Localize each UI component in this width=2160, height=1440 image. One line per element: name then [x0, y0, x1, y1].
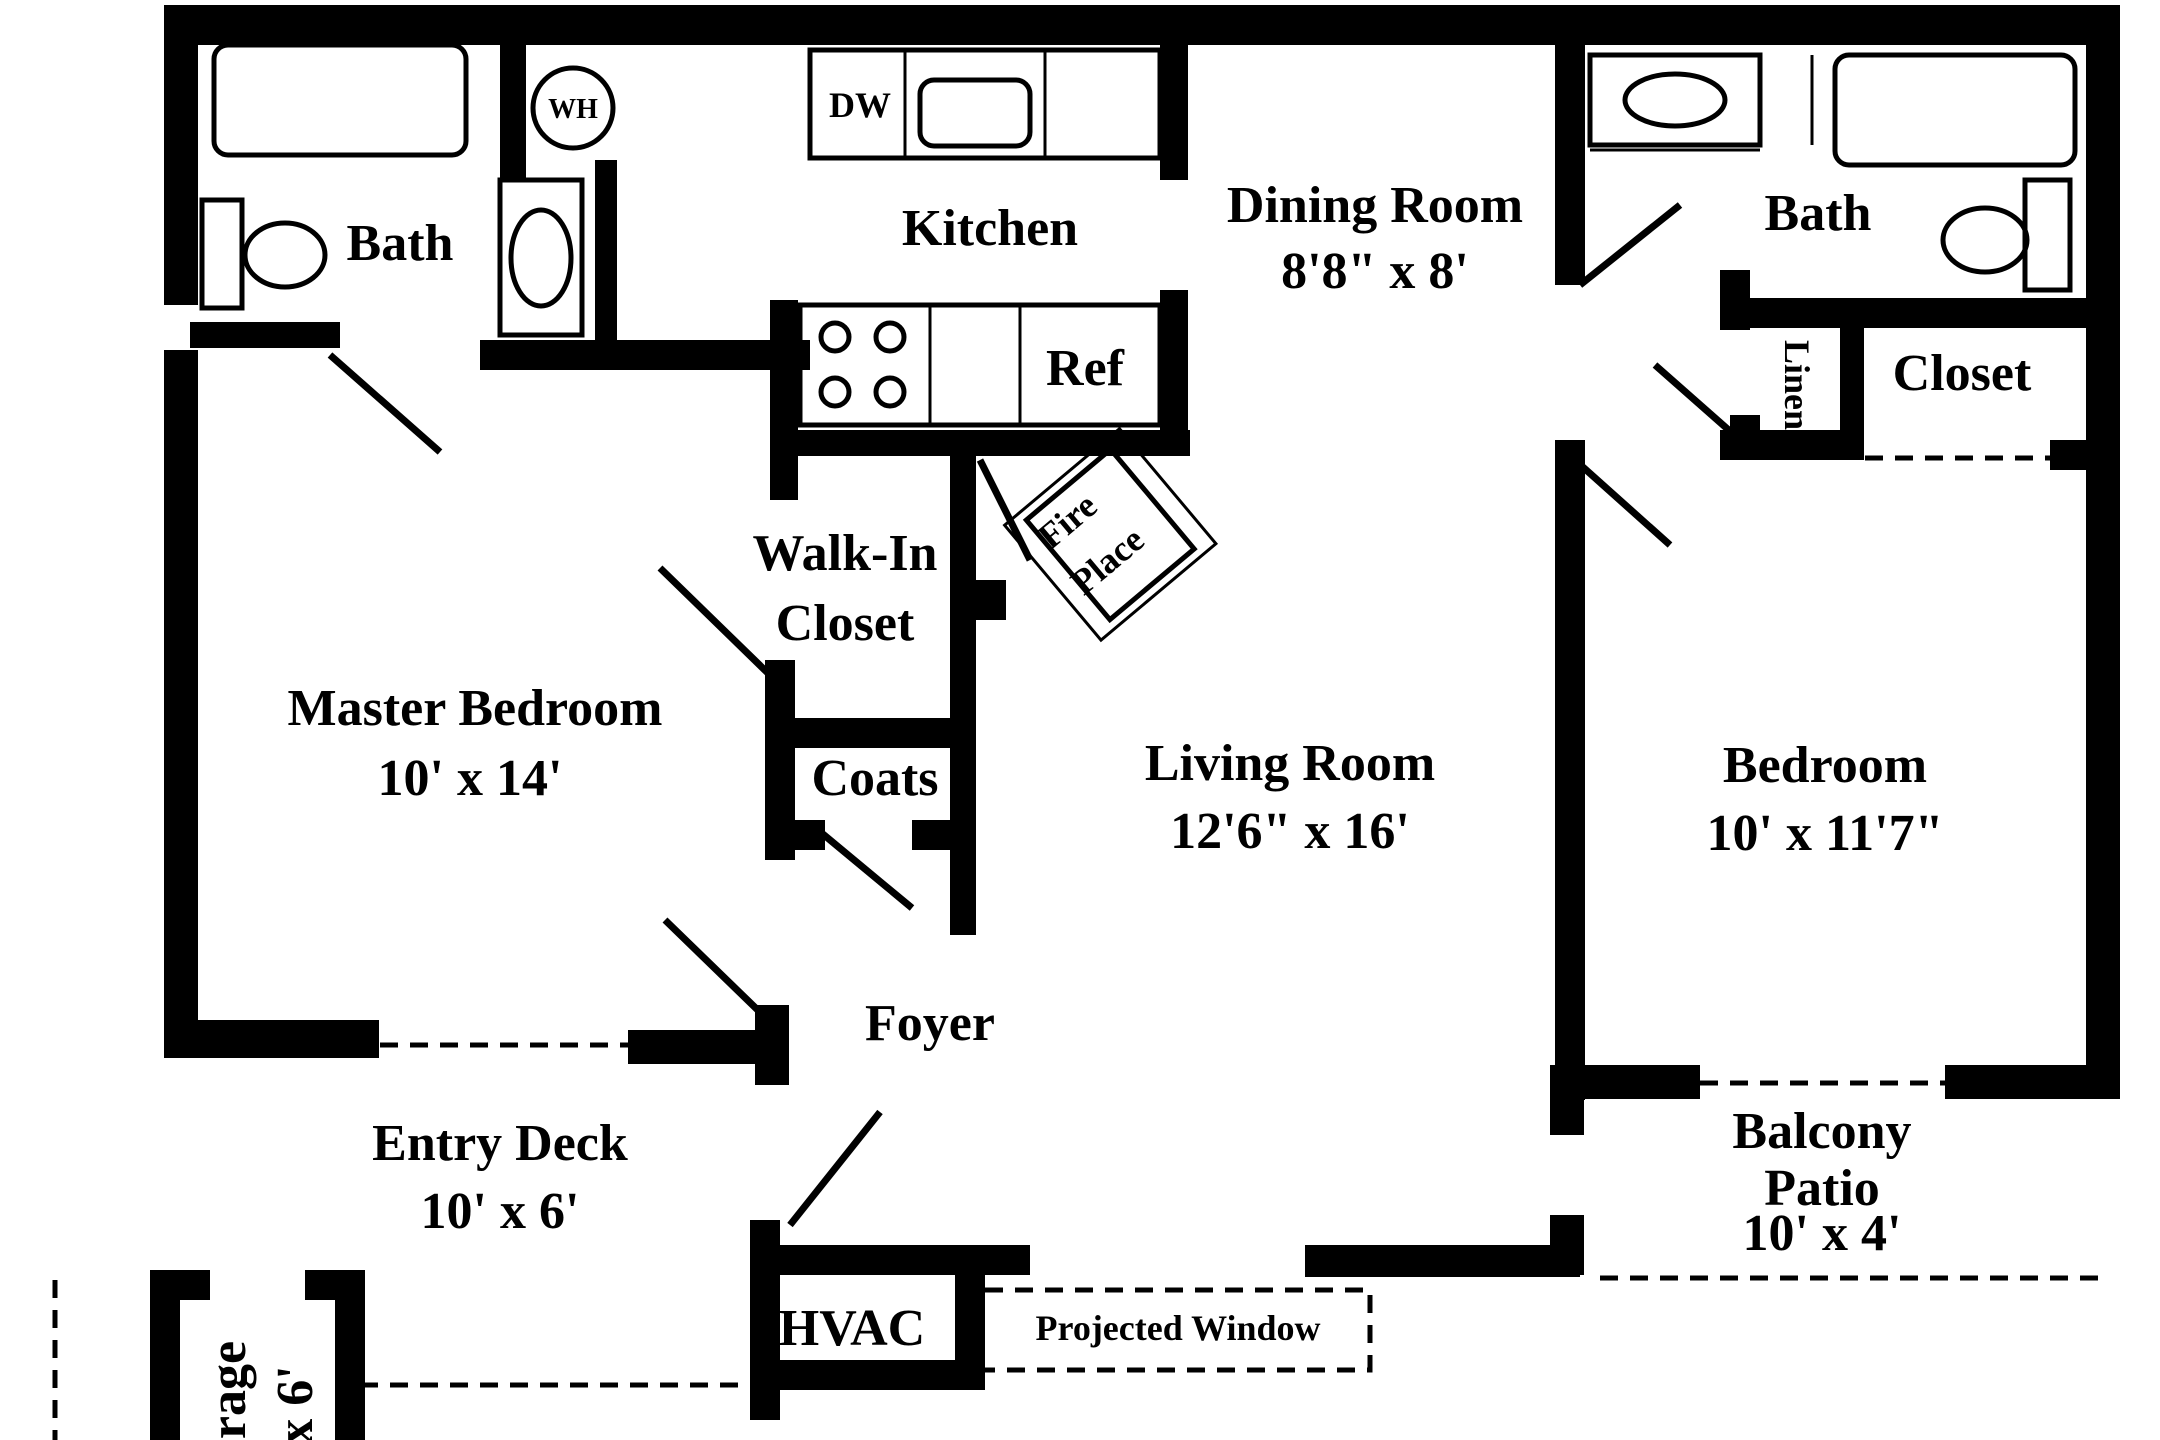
- kitchen-counter-top: [807, 47, 1163, 161]
- kitchen-counter-bottom: [797, 302, 1163, 428]
- coats-label: Coats: [811, 750, 938, 807]
- storage-label-1: rage: [200, 1341, 257, 1439]
- entry-deck-size: 10' x 6': [421, 1183, 580, 1240]
- sink-counter-left: [497, 177, 585, 338]
- bathtub-right: [1832, 52, 2078, 168]
- walk-in-closet-label-1: Walk-In: [753, 525, 938, 582]
- walk-in-closet-label-2: Closet: [776, 595, 915, 652]
- toilet-tank-right: [2022, 177, 2073, 293]
- dashed-lines: [52, 455, 2100, 1440]
- linen-label: Linen: [1777, 340, 1817, 430]
- foyer-label: Foyer: [865, 995, 995, 1052]
- kitchen-sink: [917, 77, 1033, 149]
- burner-icon: [873, 375, 907, 409]
- bathtub-left: [211, 42, 469, 158]
- sink-basin-right: [1622, 71, 1728, 129]
- water-heater-label: WH: [548, 94, 598, 125]
- dining-room-size: 8'8" x 8': [1281, 243, 1469, 300]
- dining-room-label: Dining Room: [1227, 177, 1523, 234]
- balcony-label-2: Patio: [1764, 1160, 1880, 1217]
- sink-counter-right: [1587, 52, 1763, 148]
- burner-icon: [818, 320, 852, 354]
- storage-label-2: x 6': [267, 1365, 324, 1440]
- bath-right-label: Bath: [1765, 185, 1872, 242]
- balcony-size: 10' x 4': [1743, 1205, 1902, 1262]
- fireplace: [1002, 426, 1219, 643]
- door-swings: [327, 202, 1743, 1228]
- bath-left-label: Bath: [347, 215, 454, 272]
- toilet-bowl-right: [1940, 205, 2030, 275]
- refrigerator-label: Ref: [1046, 340, 1125, 397]
- toilet-tank-left: [199, 197, 245, 311]
- burner-icon: [818, 375, 852, 409]
- hvac-label: HVAC: [779, 1300, 925, 1357]
- projected-window-label: Projected Window: [1036, 1308, 1321, 1348]
- burner-icon: [873, 320, 907, 354]
- dishwasher-label: DW: [829, 85, 891, 125]
- water-heater-icon: [530, 65, 616, 151]
- fixtures: [199, 42, 2078, 643]
- toilet-bowl-left: [242, 220, 328, 290]
- master-bedroom-label: Master Bedroom: [288, 680, 663, 737]
- living-room-label: Living Room: [1145, 735, 1435, 792]
- bedroom-size: 10' x 11'7": [1707, 805, 1944, 862]
- labels: Bath WH DW Kitchen Ref Dining Room 8'8" …: [200, 85, 2032, 1440]
- balcony-label-1: Balcony: [1732, 1103, 1911, 1160]
- walls: [150, 5, 2120, 1440]
- closet-label: Closet: [1893, 345, 2032, 402]
- master-bedroom-size: 10' x 14': [378, 750, 563, 807]
- kitchen-label: Kitchen: [902, 200, 1078, 257]
- living-room-size: 12'6" x 16': [1170, 803, 1410, 860]
- bedroom-label: Bedroom: [1723, 737, 1927, 794]
- entry-deck-label: Entry Deck: [372, 1115, 628, 1172]
- sink-basin-left: [508, 207, 574, 309]
